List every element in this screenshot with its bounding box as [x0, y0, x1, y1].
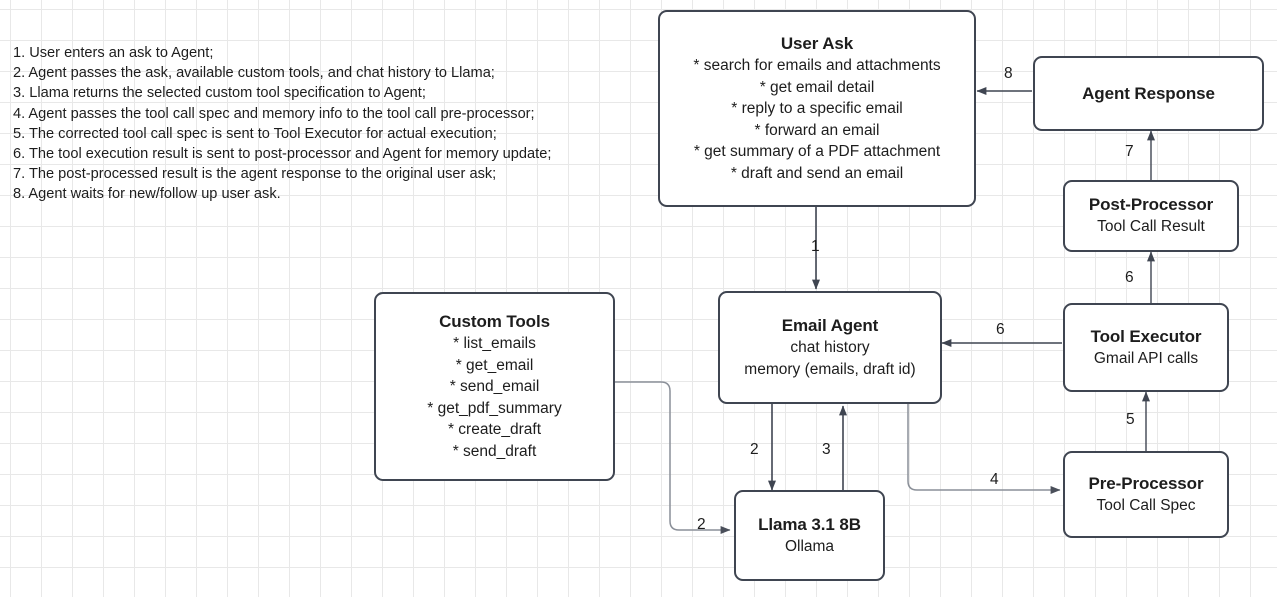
node-custom-tools-title: Custom Tools: [439, 312, 550, 331]
node-llama-title: Llama 3.1 8B: [758, 514, 861, 534]
node-post-processor-subtitle: Tool Call Result: [1097, 218, 1205, 236]
node-agent-response-title: Agent Response: [1082, 83, 1215, 103]
edge-4-path: [907, 404, 1061, 494]
node-pre-processor-subtitle: Tool Call Spec: [1096, 496, 1196, 514]
edge-label-3: 3: [822, 441, 831, 458]
legend-step-7: 7. The post-processed result is the agen…: [13, 166, 497, 183]
node-user-ask-item-4: * forward an email: [754, 121, 880, 139]
node-custom-tools-item-6: * send_draft: [452, 442, 537, 460]
node-custom-tools-item-1: * list_emails: [453, 335, 536, 352]
node-llama[interactable]: Llama 3.1 8B Ollama: [734, 490, 885, 581]
legend-step-6: 6. The tool execution result is sent to …: [13, 146, 552, 163]
node-custom-tools-item-4: * get_pdf_summary: [427, 399, 562, 417]
node-user-ask[interactable]: User Ask * search for emails and attachm…: [658, 10, 976, 207]
node-user-ask-item-3: * reply to a specific email: [731, 100, 903, 117]
edge-label-5: 5: [1126, 411, 1135, 428]
edge-label-7: 7: [1125, 143, 1134, 160]
node-post-processor[interactable]: Post-Processor Tool Call Result: [1063, 180, 1239, 252]
node-pre-processor-title: Pre-Processor: [1088, 473, 1204, 493]
node-user-ask-item-6: * draft and send an email: [730, 164, 904, 182]
node-custom-tools-item-5: * create_draft: [447, 421, 542, 438]
legend-step-1: 1. User enters an ask to Agent;: [13, 45, 214, 61]
node-tool-executor-subtitle: Gmail API calls: [1093, 349, 1199, 367]
node-tool-executor[interactable]: Tool Executor Gmail API calls: [1063, 303, 1229, 392]
node-user-ask-item-2: * get email detail: [759, 78, 875, 96]
edge-label-1: 1: [811, 238, 820, 255]
node-tool-executor-title: Tool Executor: [1090, 326, 1202, 346]
node-user-ask-title: User Ask: [780, 34, 854, 53]
node-email-agent[interactable]: Email Agent chat history memory (emails,…: [718, 291, 942, 404]
edge-label-4: 4: [990, 471, 999, 488]
edge-2b-path: [615, 381, 731, 534]
node-pre-processor[interactable]: Pre-Processor Tool Call Spec: [1063, 451, 1229, 538]
node-email-agent-title: Email Agent: [781, 316, 879, 335]
node-custom-tools-item-3: * send_email: [449, 378, 540, 395]
edge-label-2b: 2: [697, 516, 706, 533]
legend-step-2: 2. Agent passes the ask, available custo…: [13, 65, 495, 82]
edge-label-6a: 6: [1125, 269, 1134, 286]
node-custom-tools[interactable]: Custom Tools * list_emails * get_email *…: [374, 292, 615, 481]
edge-label-2a: 2: [750, 441, 759, 458]
edge-label-8: 8: [1004, 65, 1013, 82]
node-email-agent-chat-history: chat history: [790, 339, 870, 356]
node-user-ask-item-5: * get summary of a PDF attachment: [693, 143, 941, 160]
node-user-ask-item-1: * search for emails and attachments: [693, 57, 941, 74]
legend-step-8: 8. Agent waits for new/follow up user as…: [13, 186, 281, 203]
legend-step-4: 4. Agent passes the tool call spec and m…: [13, 105, 535, 122]
legend-step-3: 3. Llama returns the selected custom too…: [13, 85, 426, 102]
node-llama-subtitle: Ollama: [784, 537, 835, 555]
node-agent-response[interactable]: Agent Response: [1033, 56, 1264, 131]
node-email-agent-memory: memory (emails, draft id): [744, 360, 916, 378]
legend-step-5: 5. The corrected tool call spec is sent …: [13, 125, 497, 142]
node-custom-tools-item-2: * get_email: [455, 356, 534, 374]
node-post-processor-title: Post-Processor: [1088, 195, 1214, 215]
edge-label-6b: 6: [996, 321, 1005, 338]
legend-steps: 1. User enters an ask to Agent; 2. Agent…: [13, 43, 551, 205]
